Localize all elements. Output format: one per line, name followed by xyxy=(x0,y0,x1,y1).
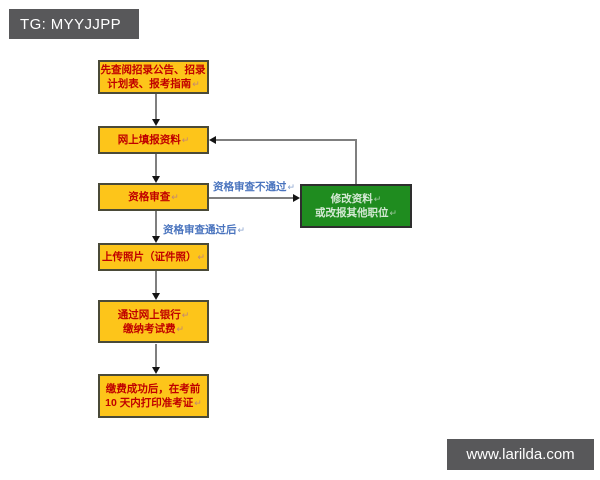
box-line: 先查阅招录公告、招录 xyxy=(101,63,207,77)
box-line: 通过网上银行↵ xyxy=(118,308,190,322)
connector-review-to-modify xyxy=(209,197,294,199)
return-mark: ↵ xyxy=(194,398,202,408)
box-line-text: 缴费成功后，在考前 xyxy=(105,383,201,395)
flow-step-print-admission-ticket: 缴费成功后，在考前 10 天内打印准考证↵ xyxy=(98,374,209,418)
telegram-watermark-label: TG: MYYJJPP xyxy=(20,15,122,33)
connector-step5-step6 xyxy=(155,344,157,368)
return-mark: ↵ xyxy=(181,309,190,320)
edge-label-text: 资格审查通过后 xyxy=(163,224,237,236)
return-mark: ↵ xyxy=(192,79,200,89)
box-line-text: 或改报其他职位 xyxy=(314,207,389,219)
connector-step3-step4 xyxy=(155,211,157,236)
flow-step-upload-photo: 上传照片（证件照）↵ xyxy=(98,243,209,271)
return-mark: ↵ xyxy=(181,135,190,145)
arrowhead-down-icon xyxy=(152,236,160,243)
arrowhead-down-icon xyxy=(152,367,160,374)
box-line-text: 先查阅招录公告、招录 xyxy=(100,64,206,76)
flow-step-modify-or-reapply: 修改资料↵ 或改报其他职位↵ xyxy=(300,184,412,228)
connector-modify-loop-horizontal xyxy=(216,139,357,141)
return-mark: ↵ xyxy=(171,192,179,202)
arrowhead-down-icon xyxy=(152,119,160,126)
return-mark: ↵ xyxy=(287,182,296,192)
arrowhead-down-icon xyxy=(152,293,160,300)
flow-step-pay-exam-fee: 通过网上银行↵ 缴纳考试费↵ xyxy=(98,300,209,343)
edge-label-review-passed: 资格审查通过后↵ xyxy=(163,222,245,237)
website-watermark-bar: www.larilda.com xyxy=(447,439,594,470)
box-line: 或改报其他职位↵ xyxy=(315,206,397,220)
box-line: 缴纳考试费↵ xyxy=(123,322,184,336)
arrowhead-left-icon xyxy=(209,136,216,144)
box-line: 10 天内打印准考证↵ xyxy=(105,396,202,410)
box-line: 上传照片（证件照）↵ xyxy=(102,250,205,264)
flow-step-qualification-review: 资格审查↵ xyxy=(98,183,209,211)
flow-step-online-fill: 网上填报资料↵ xyxy=(98,126,209,154)
box-line-text: 资格审查 xyxy=(128,191,171,203)
box-line-text: 上传照片（证件照） xyxy=(101,251,197,263)
flow-step-check-announcement: 先查阅招录公告、招录 计划表、报考指南↵ xyxy=(98,60,209,94)
connector-modify-loop-vertical xyxy=(355,139,357,184)
return-mark: ↵ xyxy=(197,252,206,262)
arrowhead-right-icon xyxy=(293,194,300,202)
box-line-text: 网上填报资料 xyxy=(117,134,181,146)
box-line: 缴费成功后，在考前 xyxy=(106,382,202,396)
return-mark: ↵ xyxy=(373,194,382,204)
return-mark: ↵ xyxy=(176,323,185,334)
connector-step1-step2 xyxy=(155,94,157,120)
box-line: 计划表、报考指南↵ xyxy=(107,77,200,91)
box-line: 资格审查↵ xyxy=(128,190,179,204)
box-line: 网上填报资料↵ xyxy=(118,133,190,147)
return-mark: ↵ xyxy=(389,208,398,218)
edge-label-text: 资格审查不通过 xyxy=(213,181,287,193)
website-watermark-label: www.larilda.com xyxy=(466,446,575,463)
return-mark: ↵ xyxy=(237,225,246,235)
box-line-text: 10 天内打印准考证 xyxy=(105,397,194,409)
arrowhead-down-icon xyxy=(152,176,160,183)
box-line-text: 计划表、报考指南 xyxy=(107,78,192,90)
box-line-text: 缴纳考试费 xyxy=(122,322,176,335)
telegram-watermark-bar: TG: MYYJJPP xyxy=(9,9,139,39)
edge-label-review-failed: 资格审查不通过↵ xyxy=(213,179,295,194)
connector-step4-step5 xyxy=(155,271,157,294)
box-line-text: 通过网上银行 xyxy=(117,308,181,321)
connector-step2-step3 xyxy=(155,154,157,177)
box-line-text: 修改资料 xyxy=(330,193,373,205)
box-line: 修改资料↵ xyxy=(331,192,382,206)
